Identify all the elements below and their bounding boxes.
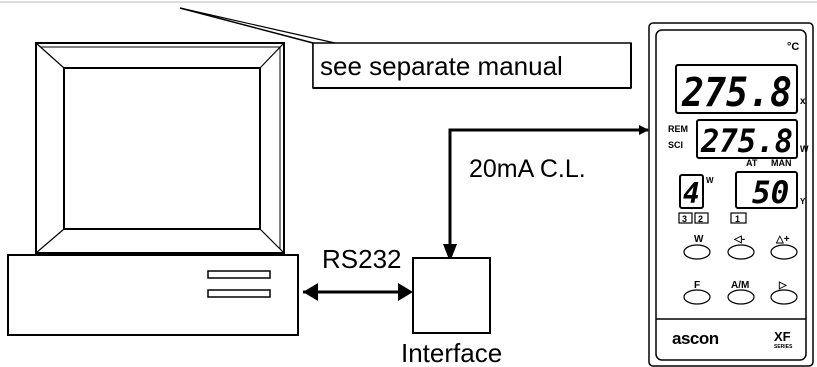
svg-text:2: 2 bbox=[698, 214, 703, 224]
button-up-label: △+ bbox=[775, 234, 790, 245]
button-down-label: ◁- bbox=[733, 234, 745, 245]
button-up[interactable] bbox=[770, 244, 798, 260]
display-y bbox=[735, 171, 798, 209]
callout-box: see separate manual bbox=[312, 42, 632, 89]
led-3 bbox=[678, 212, 693, 224]
button-f-label: F bbox=[694, 280, 700, 291]
led-1 bbox=[730, 212, 747, 224]
button-down[interactable] bbox=[727, 244, 755, 260]
rem-label: REM bbox=[668, 124, 688, 134]
display-small-suffix: W bbox=[706, 176, 714, 185]
svg-text:1: 1 bbox=[735, 214, 740, 224]
brand-logo: ascon bbox=[672, 329, 719, 348]
at-label: AT bbox=[746, 158, 758, 168]
display-w-suffix: W bbox=[800, 144, 809, 154]
button-w-label: W bbox=[694, 234, 704, 245]
current-loop-label: 20mA C.L. bbox=[469, 155, 586, 183]
display-x-suffix: x bbox=[800, 96, 806, 107]
display-small-value: 4 bbox=[683, 177, 700, 210]
series-logo: XF bbox=[774, 329, 791, 344]
series-sub: SERIES bbox=[774, 344, 793, 350]
display-w-value: 275.8 bbox=[700, 122, 793, 160]
callout-text: see separate manual bbox=[320, 51, 563, 81]
button-right-label: ▷ bbox=[778, 280, 788, 291]
display-y-value: 50 bbox=[752, 175, 789, 211]
display-x-value: 275.8 bbox=[681, 70, 792, 116]
button-am[interactable] bbox=[727, 289, 755, 305]
interface-box: Interface bbox=[401, 257, 502, 367]
svg-text:3: 3 bbox=[682, 214, 687, 224]
unit-label: °C bbox=[787, 41, 799, 53]
button-w[interactable] bbox=[683, 244, 711, 260]
display-y-suffix: Y bbox=[800, 197, 806, 206]
display-x bbox=[675, 64, 798, 114]
rs232-label: RS232 bbox=[322, 244, 402, 274]
button-am-label: A/M bbox=[731, 280, 749, 291]
interface-label: Interface bbox=[401, 338, 502, 367]
computer-monitor bbox=[35, 42, 285, 254]
rs232-connection: RS232 bbox=[303, 244, 413, 301]
button-right[interactable] bbox=[770, 289, 798, 305]
button-f[interactable] bbox=[683, 289, 711, 305]
display-w bbox=[696, 119, 798, 159]
sci-label: SCI bbox=[668, 140, 683, 150]
controller-device: °C 275.8 x REM SCI 275.8 W AT MAN 4 W 50… bbox=[648, 22, 814, 367]
current-loop-connection: 20mA C.L. bbox=[443, 125, 649, 262]
led-2 bbox=[694, 212, 709, 224]
display-small bbox=[679, 174, 704, 209]
computer-base bbox=[7, 254, 299, 336]
man-label: MAN bbox=[771, 158, 792, 168]
